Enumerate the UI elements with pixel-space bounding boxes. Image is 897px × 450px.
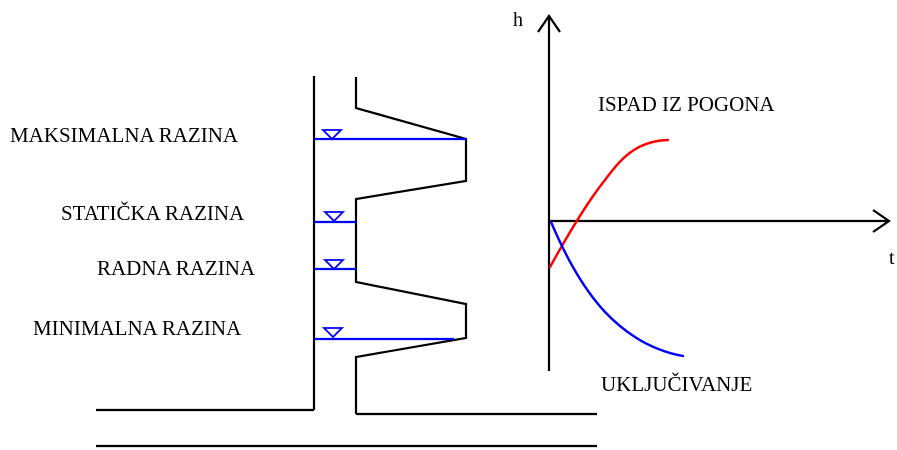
label-min-level: MINIMALNA RAZINA bbox=[33, 316, 242, 340]
shaft bbox=[96, 76, 597, 448]
label-max-level: MAKSIMALNA RAZINA bbox=[10, 123, 239, 147]
water-level-marker-icon bbox=[322, 211, 346, 223]
level-max bbox=[314, 129, 466, 141]
water-level-marker-icon bbox=[321, 327, 345, 339]
falling-curve-startup bbox=[549, 220, 685, 358]
x-axis-arrow-icon bbox=[872, 209, 891, 233]
level-static bbox=[314, 211, 356, 224]
y-axis-arrow-icon bbox=[537, 14, 561, 33]
y-axis-label: h bbox=[513, 9, 523, 31]
label-shutdown: ISPAD IZ POGONA bbox=[598, 92, 775, 116]
label-startup: UKLJUČIVANJE bbox=[601, 372, 752, 396]
graph-axes bbox=[537, 14, 891, 371]
water-level-marker-icon bbox=[322, 259, 346, 271]
label-static-level: STATIČKA RAZINA bbox=[61, 201, 245, 225]
label-working-level: RADNA RAZINA bbox=[97, 256, 256, 280]
level-min bbox=[314, 327, 454, 341]
x-axis-label: t bbox=[889, 247, 895, 269]
water-level-marker-icon bbox=[320, 129, 344, 141]
level-working bbox=[314, 259, 356, 271]
shaft-right-wall-profile bbox=[354, 77, 468, 414]
rising-curve-shutdown bbox=[548, 138, 670, 269]
